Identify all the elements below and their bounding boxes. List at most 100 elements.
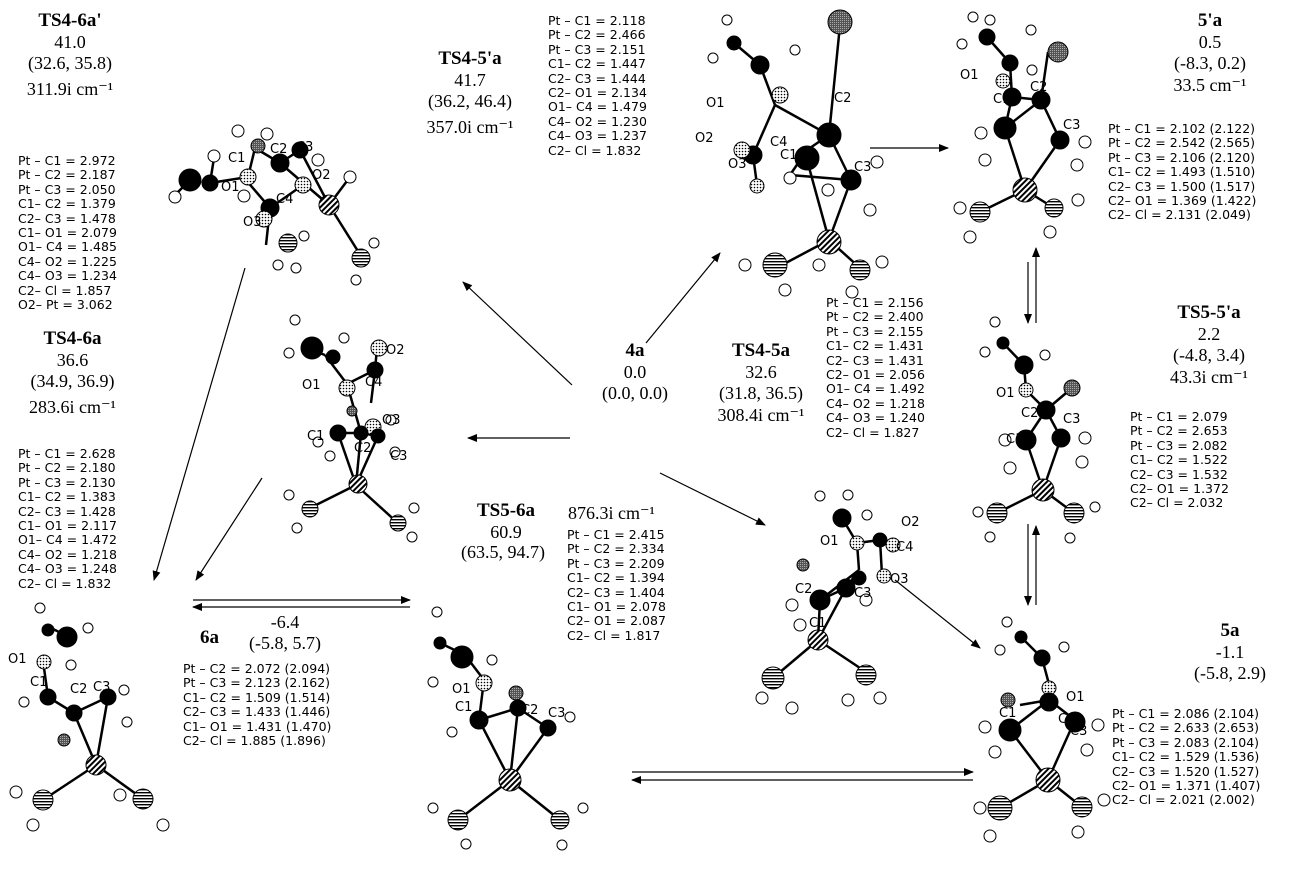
geometry-parameter: C1– C2 = 1.529 (1.536) xyxy=(1112,749,1260,765)
atom-label: O2 xyxy=(386,343,405,358)
atom-label: O2 xyxy=(901,515,920,530)
geometry-parameter: Pt – C2 = 2.180 xyxy=(18,460,116,476)
structure-name: 4a xyxy=(625,340,645,361)
atom-label: C2 xyxy=(70,682,88,697)
geometry-parameter: C2– Cl = 2.131 (2.049) xyxy=(1108,207,1251,223)
energy-range: (36.2, 46.4) xyxy=(428,91,512,111)
geometry-parameter: C2– C3 = 1.532 xyxy=(1130,466,1228,482)
atom-label: C1 xyxy=(30,675,48,690)
geometry-parameter: Pt – C2 = 2.187 xyxy=(18,167,116,183)
relative-energy: 41.7 xyxy=(454,70,486,90)
atom-label: O1 xyxy=(452,682,471,697)
geometry-parameter: C2– O1 = 1.369 (1.422) xyxy=(1108,193,1257,209)
atom-label: C2 xyxy=(1058,712,1076,727)
geometry-parameter: C4– O2 = 1.225 xyxy=(18,253,117,269)
imaginary-frequency: 43.3i cm⁻¹ xyxy=(1170,367,1248,387)
energy-range: (34.9, 36.9) xyxy=(30,371,115,391)
frequency: 33.5 cm⁻¹ xyxy=(1173,75,1247,95)
geometry-parameter: C2– Cl = 1.885 (1.896) xyxy=(183,733,326,749)
geometry-parameter: O1– C4 = 1.485 xyxy=(18,239,117,255)
s6a-name: 6a xyxy=(200,627,219,648)
atom-label: C3 xyxy=(1063,118,1081,133)
geometry-parameter: C2– C3 = 1.404 xyxy=(567,584,665,600)
relative-energy: 32.6 xyxy=(745,362,777,382)
atom-label: O1 xyxy=(1066,690,1085,705)
geometry-parameter: O2– Pt = 3.062 xyxy=(18,297,113,313)
atom-label: C4 xyxy=(276,192,294,207)
geometry-parameter: C4– O3 = 1.237 xyxy=(548,128,647,144)
geometry-parameter: C4– O2 = 1.230 xyxy=(548,113,647,129)
geometry-parameter: Pt – C1 = 2.156 xyxy=(826,295,924,310)
atom-label: C4 xyxy=(770,135,788,150)
energy-range: (31.8, 36.5) xyxy=(719,383,803,403)
geometry-parameter: C2– C3 = 1.431 xyxy=(826,352,924,368)
atom-label: C3 xyxy=(93,680,111,695)
atom-label: C1 xyxy=(999,706,1017,721)
geometry-parameter: C2– C3 = 1.478 xyxy=(18,210,116,226)
relative-energy: 36.6 xyxy=(56,350,89,370)
molecule-ts56a xyxy=(427,606,589,851)
geometry-parameter: C2– C3 = 1.444 xyxy=(548,70,646,86)
molecule-5prime-a xyxy=(953,11,1092,244)
geometry-parameter: Pt – C3 = 2.130 xyxy=(18,474,116,490)
geometry-parameter: C4– O2 = 1.218 xyxy=(826,395,925,411)
atom-label: C3 xyxy=(854,160,872,175)
geometry-parameter: C2– O1 = 2.134 xyxy=(548,85,647,101)
reaction-arrows xyxy=(152,144,1040,784)
atom-label: C1 xyxy=(307,429,325,444)
geometry-parameter: O1– C4 = 1.492 xyxy=(826,381,925,397)
s5prime-a-header: 5'a 0.5 (-8.3, 0.2) 33.5 cm⁻¹ xyxy=(1150,10,1270,96)
geometry-parameter: C4– O3 = 1.248 xyxy=(18,561,117,577)
geometry-parameter: Pt – C3 = 2.106 (2.120) xyxy=(1108,149,1256,165)
structure-name: 5'a xyxy=(1197,10,1223,31)
atom-label: C2 xyxy=(1021,406,1039,421)
geometry-parameter: Pt – C3 = 2.082 xyxy=(1130,437,1228,453)
arrow-4a-to-ts45prime xyxy=(462,281,573,386)
atom-label: O2 xyxy=(312,168,331,183)
s6a-energy-block: -6.4 (-5.8, 5.7) xyxy=(220,612,350,654)
atom-label: C3 xyxy=(1070,724,1088,739)
geometry-parameter: Pt – C1 = 2.079 xyxy=(1130,409,1228,424)
geometry-parameter: C2– Cl = 1.832 xyxy=(18,575,112,591)
structure-name: TS4-6a xyxy=(43,328,102,349)
relative-energy: 2.2 xyxy=(1197,324,1221,344)
energy-range: (-4.8, 3.4) xyxy=(1173,345,1245,365)
arrow-ts46a-to-6a xyxy=(195,477,263,581)
atom-label: C2 xyxy=(354,441,372,456)
geometry-parameter: Pt – C3 = 2.155 xyxy=(826,323,924,339)
geometry-parameter: C1– O1 = 2.078 xyxy=(567,599,666,615)
s5a-geometry: Pt – C1 = 2.086 (2.104)Pt – C2 = 2.633 (… xyxy=(1112,706,1260,808)
arrow-int-to-5a xyxy=(894,579,981,649)
geometry-parameter: C1– C2 = 1.379 xyxy=(18,196,116,212)
s4a-header: 4a 0.0 (0.0, 0.0) xyxy=(570,340,700,404)
ts46a-header: TS4-6a 36.6 (34.9, 36.9) 283.6i cm⁻¹ xyxy=(0,328,145,418)
relative-energy: 0.0 xyxy=(623,362,647,382)
atom-label: C3 xyxy=(390,449,408,464)
geometry-parameter: C1– O1 = 1.431 (1.470) xyxy=(183,718,332,734)
energy-range: (-5.8, 2.9) xyxy=(1194,663,1266,683)
atom-label: C2 xyxy=(795,582,813,597)
geometry-parameter: Pt – C3 = 2.209 xyxy=(567,555,665,571)
geometry-parameter: C2– C3 = 1.433 (1.446) xyxy=(183,704,331,720)
geometry-parameter: C1– C2 = 1.509 (1.514) xyxy=(183,689,331,705)
structure-name: 5a xyxy=(1220,620,1240,641)
geometry-parameter: C1– C2 = 1.394 xyxy=(567,570,665,586)
geometry-parameter: C4– O2 = 1.218 xyxy=(18,546,117,562)
energy-range: (-5.8, 5.7) xyxy=(249,633,321,653)
atom-label: C1 xyxy=(228,151,246,166)
arrow-ts46aprime-to-6a xyxy=(152,267,246,581)
atom-label: O3 xyxy=(243,215,262,230)
structure-name: TS4-5a xyxy=(731,340,791,361)
geometry-parameter: C1– C2 = 1.447 xyxy=(548,56,646,72)
atom-label: C1 xyxy=(1006,432,1024,447)
atom-label: C2 xyxy=(834,91,852,106)
imaginary-frequency: 311.9i cm⁻¹ xyxy=(26,79,114,99)
s5prime-a-geometry: Pt – C1 = 2.102 (2.122)Pt – C2 = 2.542 (… xyxy=(1108,121,1257,223)
geometry-parameter: Pt – C2 = 2.466 xyxy=(548,27,646,43)
geometry-parameter: Pt – C2 = 2.072 (2.094) xyxy=(183,661,331,676)
atom-label: C2 xyxy=(1030,80,1048,95)
atom-label: C3 xyxy=(854,586,872,601)
